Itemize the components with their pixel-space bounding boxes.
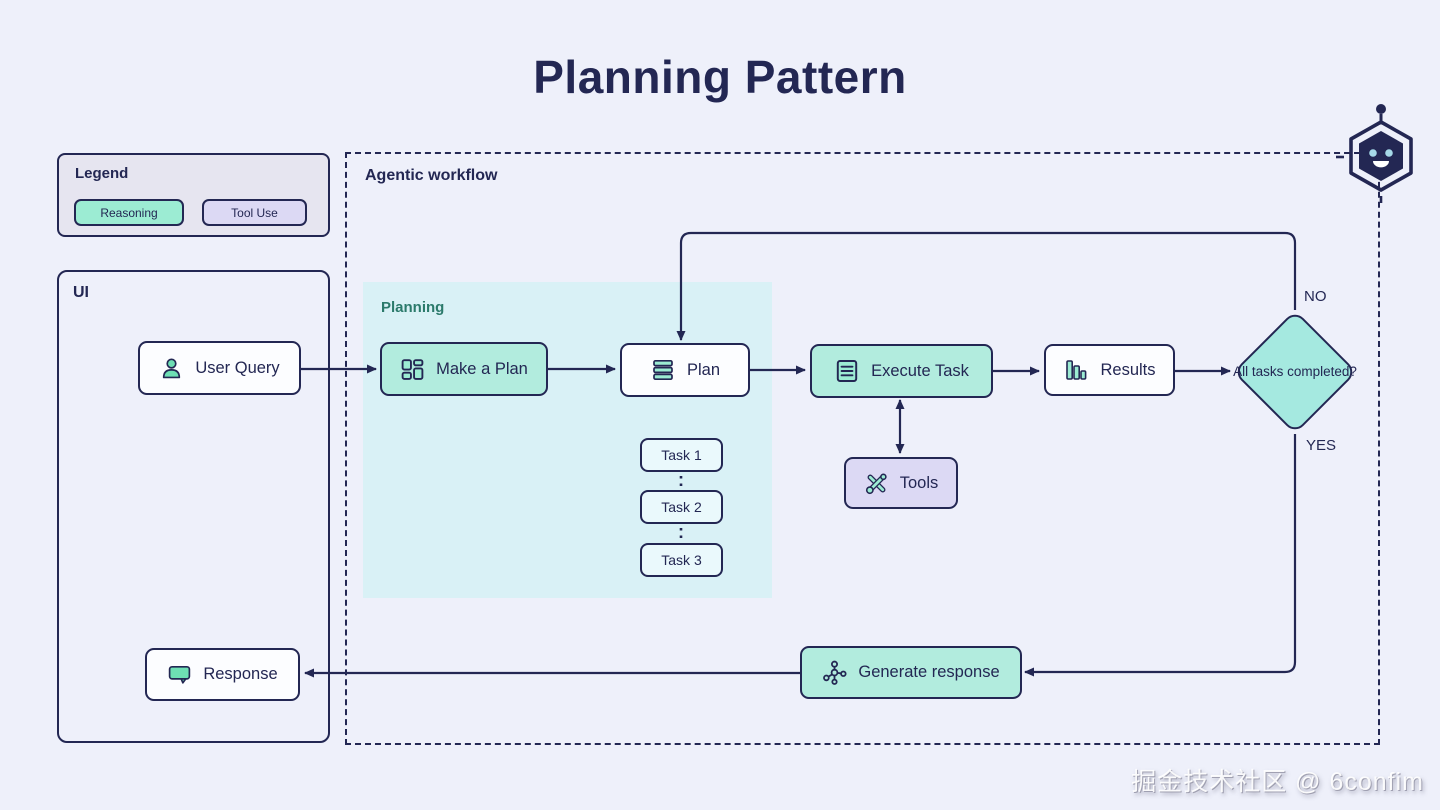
- agentic-workflow-title: Agentic workflow: [365, 167, 498, 184]
- page-title: Planning Pattern: [533, 51, 907, 103]
- node-generate-response: Generate response: [800, 646, 1022, 699]
- node-make-a-plan: Make a Plan: [380, 342, 548, 396]
- legend-panel: Legend Reasoning Tool Use: [57, 153, 330, 237]
- legend-chip-tool-use-label: Tool Use: [231, 205, 278, 220]
- watermark: 掘金技术社区 @ 6confim: [1131, 768, 1424, 796]
- task-3-label: Task 3: [661, 552, 702, 568]
- task-list-icon: [834, 358, 860, 384]
- network-graph-icon: [822, 660, 847, 685]
- decision-no-label: NO: [1304, 288, 1327, 305]
- planning-group-title: Planning: [381, 299, 445, 316]
- node-user-query: User Query: [138, 341, 301, 395]
- node-response: Response: [145, 648, 300, 701]
- robot-icon: [1334, 102, 1430, 211]
- tools-icon: [864, 471, 889, 496]
- node-execute-task-label: Execute Task: [871, 361, 969, 380]
- decision-diamond-label: All tasks completed?: [1233, 363, 1357, 379]
- task-item-2: Task 2: [640, 490, 723, 524]
- node-response-label: Response: [203, 665, 278, 683]
- decision-yes-label: YES: [1306, 437, 1337, 454]
- node-user-query-label: User Query: [195, 358, 280, 377]
- node-results: Results: [1044, 344, 1175, 396]
- node-make-a-plan-label: Make a Plan: [436, 359, 528, 378]
- node-tools: Tools: [844, 457, 958, 509]
- user-icon: [159, 356, 184, 381]
- legend-chip-reasoning: Reasoning: [74, 199, 184, 226]
- node-plan: Plan: [620, 343, 750, 397]
- bar-chart-icon: [1063, 357, 1089, 383]
- layout-grid-icon: [400, 357, 425, 382]
- legend-chip-tool-use: Tool Use: [202, 199, 307, 226]
- legend-chip-reasoning-label: Reasoning: [100, 205, 158, 220]
- legend-title: Legend: [75, 165, 129, 182]
- node-tools-label: Tools: [899, 473, 939, 492]
- task-2-label: Task 2: [661, 499, 702, 515]
- node-execute-task: Execute Task: [810, 344, 993, 398]
- speech-bubble-icon: [167, 662, 192, 687]
- node-generate-response-label: Generate response: [858, 663, 1000, 681]
- task-item-3: Task 3: [640, 543, 723, 577]
- task-item-1: Task 1: [640, 438, 723, 472]
- stacked-rows-icon: [650, 358, 676, 382]
- node-results-label: Results: [1100, 360, 1156, 379]
- node-plan-label: Plan: [686, 360, 721, 379]
- ui-panel: UI: [57, 270, 330, 743]
- agentic-workflow-panel: Agentic workflow: [345, 152, 1380, 745]
- ui-panel-title: UI: [73, 284, 89, 301]
- task-1-label: Task 1: [661, 447, 702, 463]
